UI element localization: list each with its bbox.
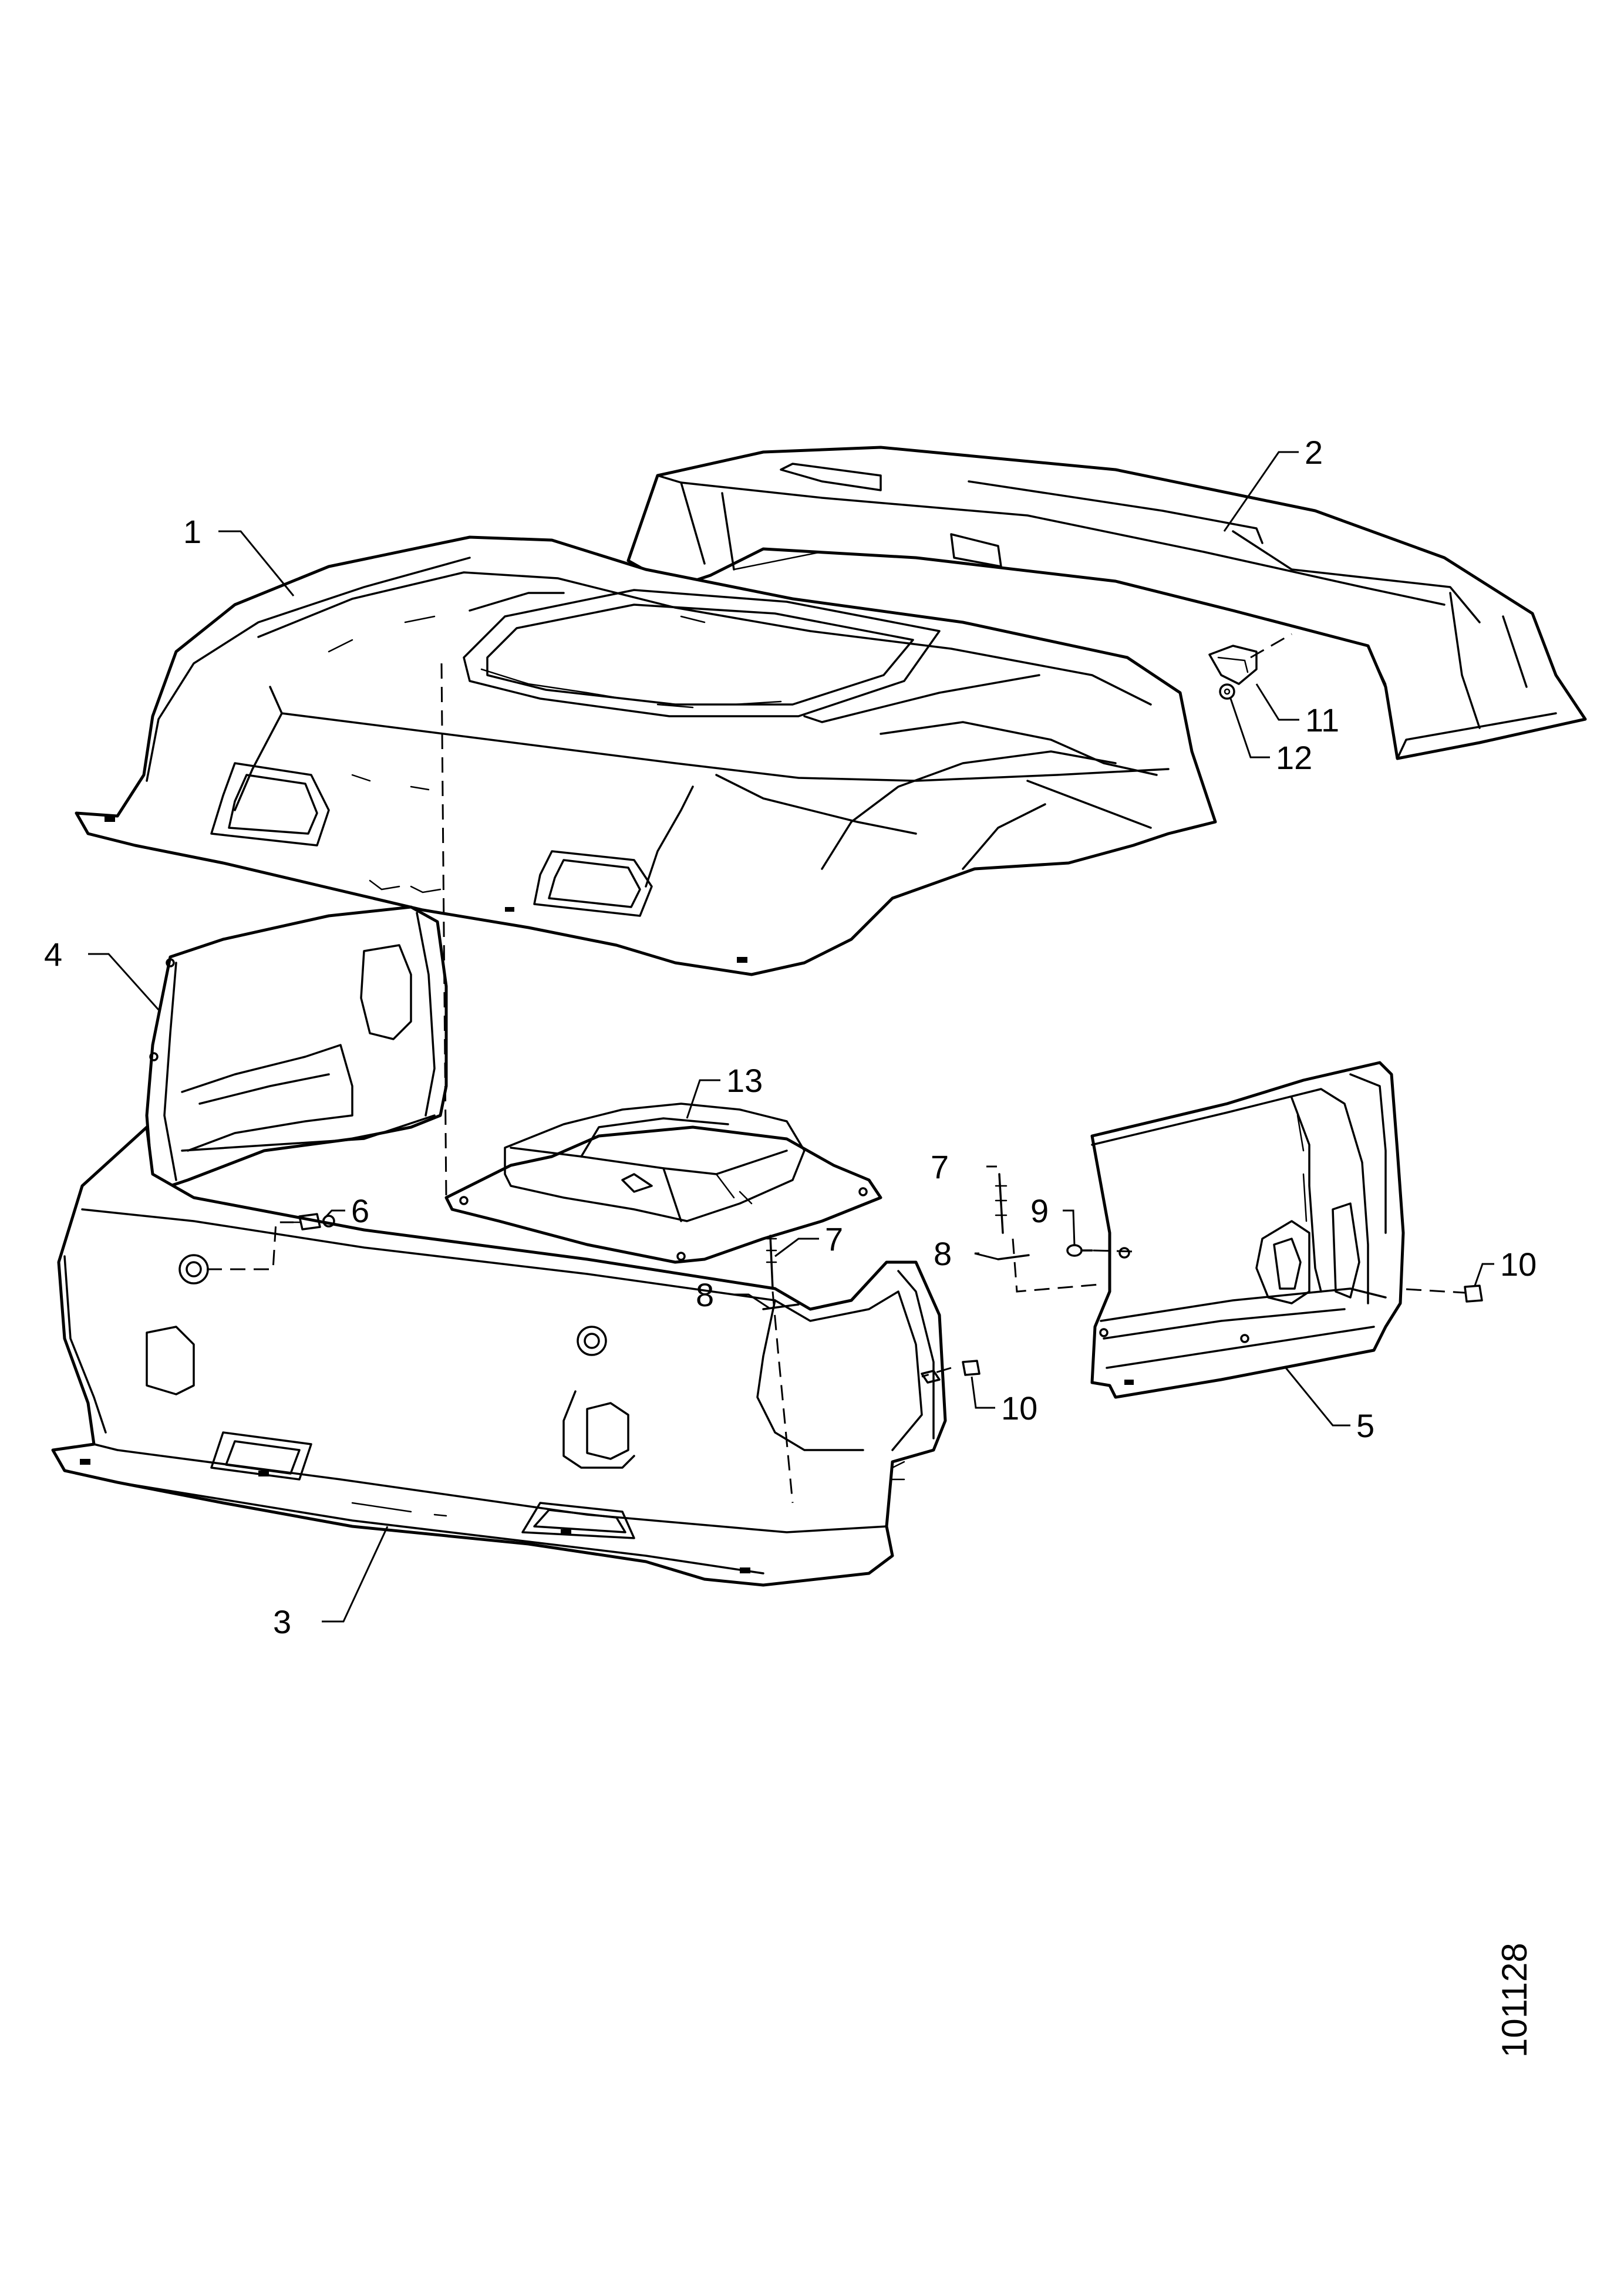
- part-10-clip-right: [1464, 1285, 1483, 1303]
- callout-label-6: 6: [351, 1192, 369, 1229]
- callout-label-2: 2: [1305, 434, 1323, 471]
- part-2-rear-header-trim: [626, 446, 1587, 760]
- callout-labels: 1 2 3 4 5 6 7 7 8 8 9 10 10 11 12 13: [44, 434, 1537, 1640]
- callout-label-10-right: 10: [1500, 1246, 1537, 1283]
- callout-label-7-left: 7: [825, 1221, 843, 1258]
- part-5-right-side-trim-panel: [1090, 1061, 1405, 1399]
- fixings: [291, 645, 1483, 1384]
- callout-label-8-left: 8: [696, 1276, 714, 1313]
- assembly-lines: [207, 633, 1465, 1503]
- part-11-clip: [1208, 645, 1258, 685]
- part-8-clip-left: [762, 1303, 800, 1310]
- part-8-clip-right: [997, 1254, 1030, 1260]
- part-6-screw: [291, 1213, 335, 1230]
- callout-label-9: 9: [1030, 1192, 1049, 1229]
- callout-leaders: [88, 451, 1494, 1623]
- callout-label-7-right: 7: [931, 1148, 949, 1185]
- part-13-access-cover: [444, 1103, 882, 1264]
- callout-label-1: 1: [183, 513, 201, 550]
- callout-label-4: 4: [44, 936, 62, 973]
- part-7-pin-left: [766, 1235, 777, 1290]
- callout-label-3: 3: [273, 1603, 291, 1640]
- part-4-left-side-trim-panel: [145, 905, 448, 1194]
- callout-label-13: 13: [726, 1062, 763, 1099]
- callout-label-11: 11: [1305, 702, 1339, 739]
- callout-label-5: 5: [1356, 1407, 1374, 1444]
- part-7-pin-right: [995, 1173, 1008, 1234]
- part-3-rear-end-trim: [51, 1125, 947, 1587]
- part-12-screw: [1219, 683, 1235, 700]
- callout-label-12: 12: [1276, 739, 1312, 776]
- callout-label-10-left: 10: [1001, 1390, 1037, 1427]
- drawing-reference-number: 101128: [1495, 1943, 1534, 2058]
- callout-label-8-right: 8: [934, 1235, 952, 1272]
- part-10-clip-left: [921, 1360, 981, 1384]
- part-1-roof-headlining: [75, 535, 1217, 976]
